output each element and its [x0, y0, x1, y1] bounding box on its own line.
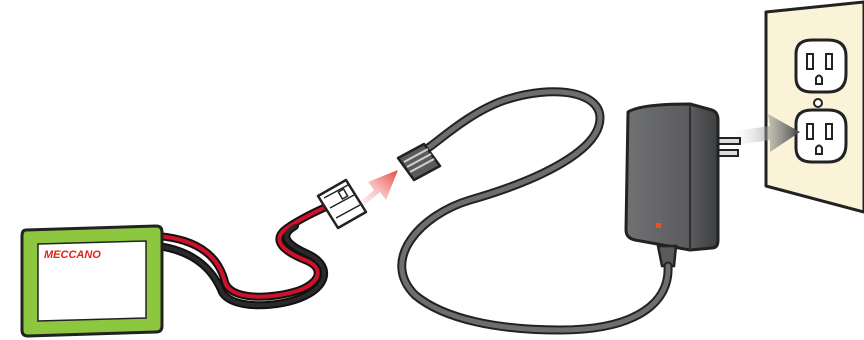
- upper-receptacle: [796, 40, 846, 92]
- adapter-body: [626, 104, 718, 250]
- lower-receptacle: [796, 110, 846, 162]
- ac-adapter: [626, 104, 740, 266]
- battery-pack: MECCANO: [22, 226, 162, 336]
- battery-brand-label: MECCANO: [44, 249, 101, 261]
- plate-screw: [814, 99, 822, 107]
- battery-wires: [158, 204, 332, 305]
- power-led: [656, 223, 661, 228]
- wall-outlet: [766, 2, 864, 212]
- battery-connector: [318, 180, 366, 228]
